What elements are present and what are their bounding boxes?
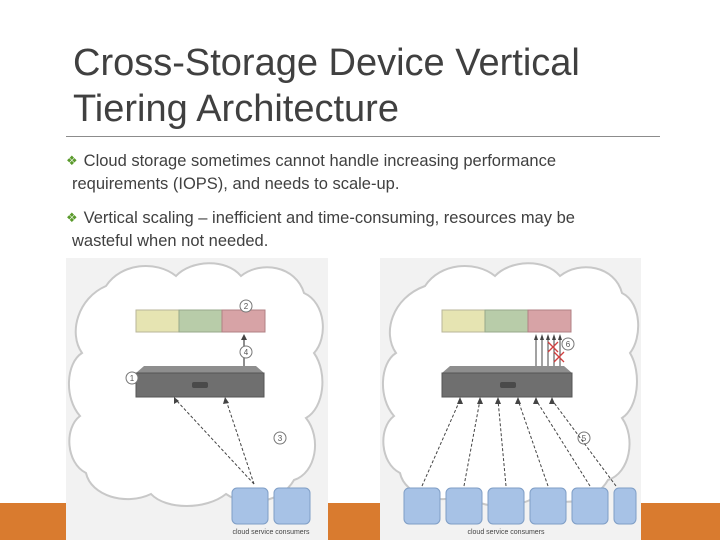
consumer-box [445, 487, 483, 525]
storage-device [136, 366, 264, 373]
bullet-2-line-1: Vertical scaling – inefficient and time-… [83, 209, 575, 227]
diamond-bullet-icon: ❖ [66, 153, 78, 168]
callout-2: 2 [239, 299, 253, 313]
svg-text:3: 3 [278, 434, 283, 443]
tier-block-green [178, 309, 223, 333]
storage-device [442, 366, 572, 373]
consumer-box [487, 487, 525, 525]
svg-text:6: 6 [566, 340, 571, 349]
consumer-box [613, 487, 637, 525]
consumer-box [529, 487, 567, 525]
consumers-label: cloud service consumers [232, 529, 310, 536]
svg-text:5: 5 [582, 434, 587, 443]
bullet-1: ❖ Cloud storage sometimes cannot handle i… [66, 150, 666, 195]
accent-bar-right [641, 503, 720, 540]
callout-6: 6 [561, 337, 575, 351]
title-line-2: Tiering Architecture [73, 88, 399, 130]
overload-x-icon [547, 341, 565, 363]
consumers-label: cloud service consumers [467, 529, 545, 536]
callout-5: 5 [577, 431, 591, 445]
consumer-box [231, 487, 269, 525]
diagram-right: 6 5 cloud service consumers [380, 258, 641, 540]
tier-block-green [484, 309, 529, 333]
tier-block-red [527, 309, 572, 333]
consumer-box [571, 487, 609, 525]
accent-bar-middle [328, 503, 380, 540]
bullet-1-line-2: requirements (IOPS), and needs to scale-… [72, 175, 400, 193]
accent-bar-left [0, 503, 66, 540]
consumer-box [403, 487, 441, 525]
tier-block-red [221, 309, 266, 333]
svg-text:2: 2 [244, 302, 249, 311]
bullet-1-line-1: Cloud storage sometimes cannot handle in… [83, 152, 557, 170]
svg-text:1: 1 [130, 374, 135, 383]
diamond-bullet-icon: ❖ [66, 210, 78, 225]
callout-3: 3 [273, 431, 287, 445]
bullet-2: ❖ Vertical scaling – inefficient and time… [66, 207, 666, 252]
diagram-left: 1 2 4 3 cloud service consumers [66, 258, 328, 540]
slide-title: Cross-Storage Device Vertical Tiering Ar… [73, 40, 673, 132]
tier-block-yellow [135, 309, 180, 333]
callout-4: 4 [239, 345, 253, 359]
svg-text:4: 4 [244, 348, 249, 357]
title-line-1: Cross-Storage Device Vertical [73, 42, 580, 84]
title-divider [66, 136, 660, 137]
callout-1: 1 [125, 371, 139, 385]
consumer-box [273, 487, 311, 525]
bullet-2-line-2: wasteful when not needed. [72, 232, 269, 250]
tier-block-yellow [441, 309, 486, 333]
